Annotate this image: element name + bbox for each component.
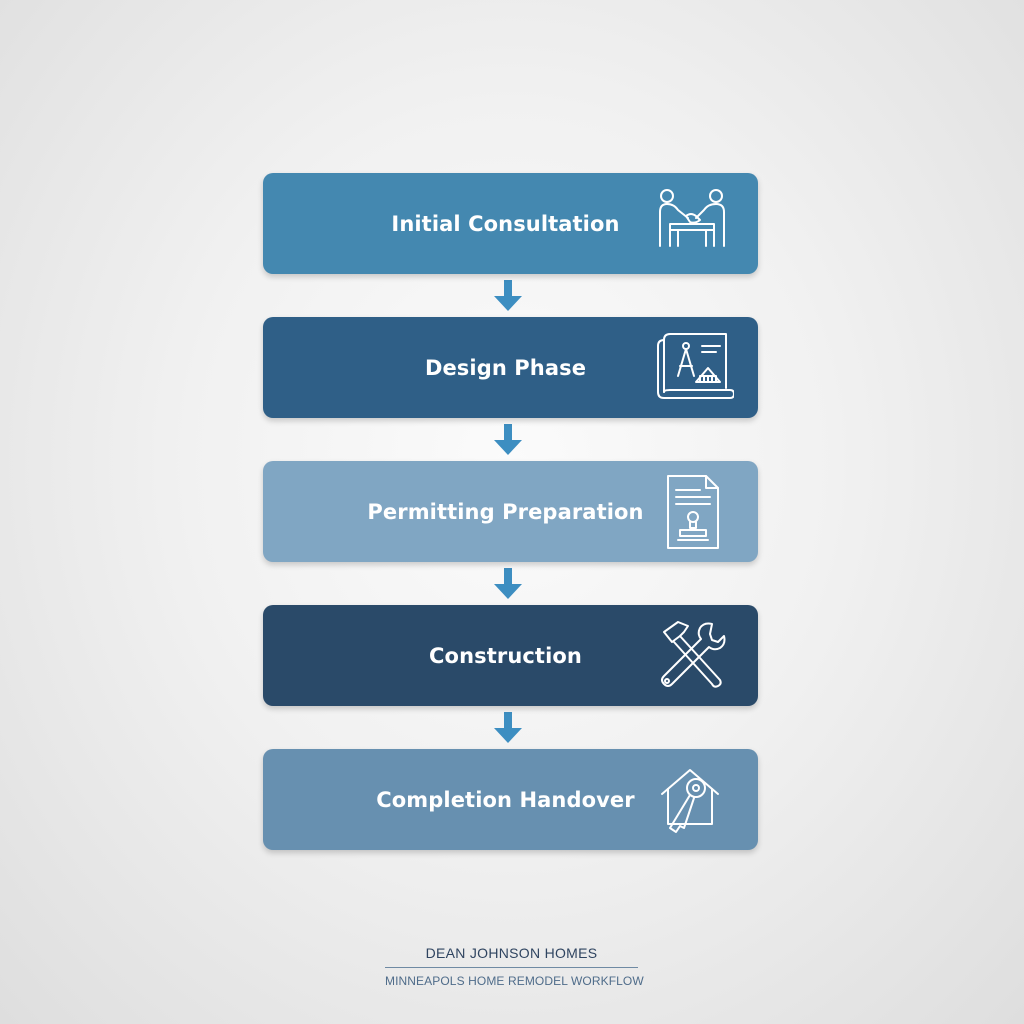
flow-arrow [263,706,758,749]
footer: DEAN JOHNSON HOMES MINNEAPOLS HOME REMOD… [385,944,644,989]
blueprint-icon [650,326,734,410]
footer-divider [385,967,638,968]
flow-arrow [263,274,758,317]
flow-arrow [263,562,758,605]
step-label: Design Phase [424,355,587,380]
house-key-icon [650,758,734,842]
step-initial-consultation: Initial Consultation [263,173,758,274]
flow-arrow [263,418,758,461]
step-design-phase: Design Phase [263,317,758,418]
step-label: Construction [429,643,582,668]
hammer-wrench-icon [650,614,734,698]
step-label: Permitting Preparation [367,499,644,524]
permit-document-icon [650,470,734,554]
step-label: Completion Handover [376,787,635,812]
workflow-subtitle: MINNEAPOLS HOME REMODEL WORKFLOW [385,974,644,988]
handshake-icon [650,182,734,266]
step-label: Initial Consultation [391,211,620,236]
step-construction: Construction [263,605,758,706]
step-permitting-preparation: Permitting Preparation [263,461,758,562]
company-name: DEAN JOHNSON HOMES [425,945,598,961]
workflow-diagram: Initial Consultation Design Phase [263,173,758,850]
step-completion-handover: Completion Handover [263,749,758,850]
